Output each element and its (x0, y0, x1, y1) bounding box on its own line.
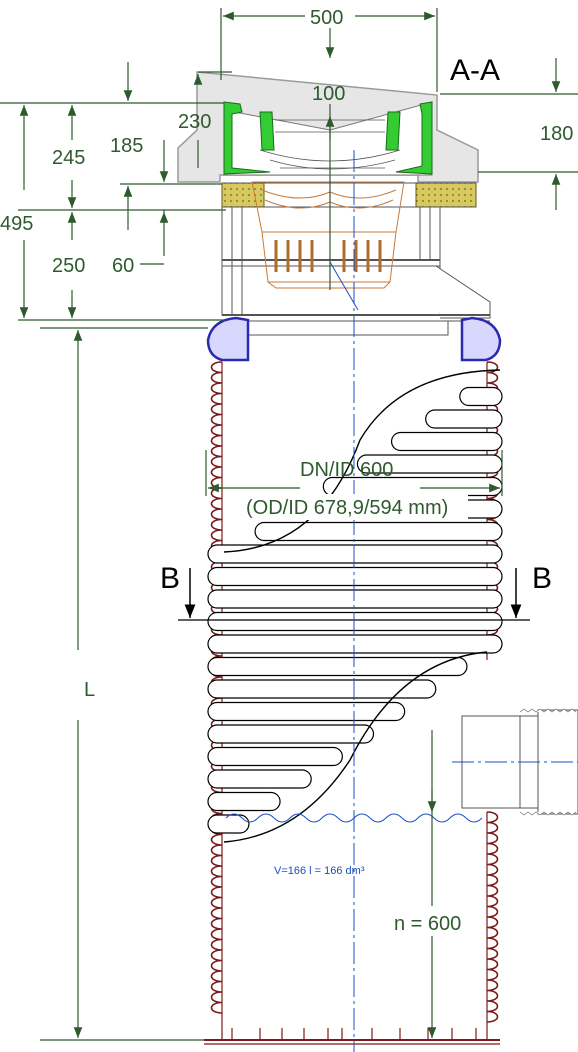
dim-pipe-length: L (84, 679, 95, 701)
pipe-label-od-bg (244, 494, 468, 520)
corrugation-rib (207, 724, 375, 744)
seal-right (460, 316, 502, 362)
dim-total-head: 495 (0, 213, 33, 235)
dim-outlet-height: n = 600 (394, 913, 461, 935)
bottom-plate (204, 1028, 500, 1045)
corrugation-rib (254, 521, 503, 542)
cutaway-curve-upper (223, 369, 501, 553)
outlet-height-label-bg (392, 906, 472, 936)
corrugation-rib (459, 386, 503, 407)
cutaway-curve-lower (223, 651, 488, 843)
cover-assembly (177, 71, 479, 208)
dim-upper-height: 245 (52, 147, 85, 169)
corrugation-rib (390, 431, 503, 452)
corrugation-rib (207, 814, 250, 834)
corrugation-rib (207, 791, 281, 812)
corrugation-rib (207, 544, 503, 564)
dim-grate-height: 185 (110, 135, 143, 157)
corrugation-rib (425, 409, 503, 429)
corrugation-rib (207, 769, 312, 789)
corrugation-rib (207, 656, 468, 677)
cut-label-left: B (160, 562, 180, 595)
cut-label-right: B (532, 562, 552, 595)
shaft-head (221, 206, 491, 336)
dim-inner-top: 100 (312, 83, 345, 105)
section-title: A-A (450, 54, 500, 87)
dim-right-height: 180 (540, 123, 573, 145)
dim-cover-height: 230 (178, 111, 211, 133)
green-insert-right (395, 101, 433, 175)
green-rib-right (385, 111, 401, 151)
dimension-lines (0, 8, 578, 1041)
corrugation-rib (207, 701, 406, 722)
seal-left (206, 316, 250, 362)
pipe-label-od: (OD/ID 678,9/594 mm) (246, 497, 448, 519)
dim-ring-height: 60 (112, 255, 134, 277)
grate-ring-left (221, 182, 265, 208)
dim-top-width: 500 (310, 7, 343, 29)
corrugation-rib (207, 589, 503, 609)
corrugation-rib (207, 746, 343, 767)
top-seals (206, 316, 502, 362)
corrugation-rib (207, 679, 437, 699)
pipe-label-dn: DN/ID 600 (300, 459, 393, 481)
volume-label: V=166 l = 166 dm³ (274, 865, 365, 877)
grate-ring-right (415, 182, 477, 208)
green-insert-left (223, 101, 271, 175)
corrugation-rib (207, 566, 503, 587)
dim-lower-height: 250 (52, 255, 85, 277)
corrugation-rib (207, 634, 503, 654)
green-rib-left (259, 111, 275, 151)
corrugation-rib (207, 611, 503, 632)
